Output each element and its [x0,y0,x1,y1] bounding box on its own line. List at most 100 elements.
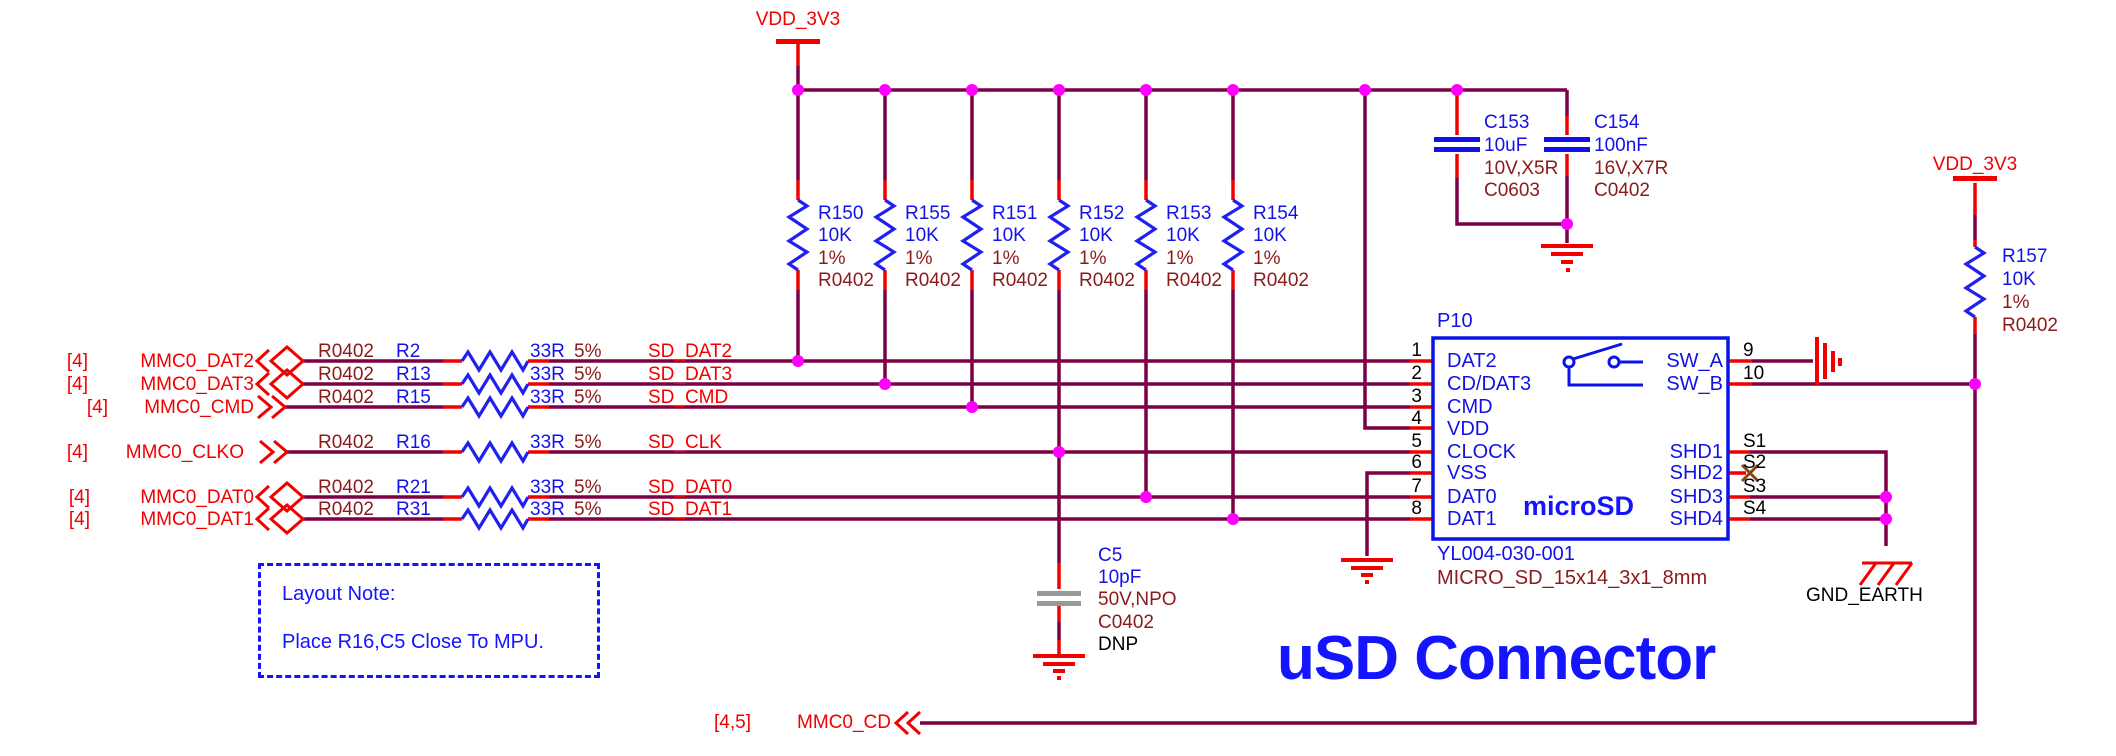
tolerance: 5% [574,387,602,408]
offpage-bidir-icon-cmd[interactable] [257,394,288,420]
sheet-ref[interactable]: [4,5] [714,712,751,733]
pin-name: CLOCK [1447,441,1516,463]
card-detect-switch-icon [1562,342,1643,387]
pin-name: SHD4 [1669,508,1723,530]
resistor-symbol-r16[interactable] [460,439,530,465]
resistor-symbols [460,198,1987,532]
signal-label-mmc0-dat0[interactable]: MMC0_DAT0 [140,487,254,508]
capacitor-symbol-c154[interactable] [1544,137,1590,152]
tolerance: 1% [2002,292,2030,313]
signal-label-mmc0-clko[interactable]: MMC0_CLKO [125,442,244,463]
footprint: R0402 [992,270,1048,291]
sheet-ref[interactable]: [4] [66,351,88,372]
value: 33R [530,499,565,520]
footprint: R0402 [1253,270,1309,291]
resistor-symbol-r13[interactable] [460,371,530,397]
value: 10K [1166,225,1200,246]
offpage-out-icon-clko[interactable] [259,439,290,465]
ref-des: R13 [396,364,431,385]
resistor-symbol-r151[interactable] [960,198,984,272]
offpage-bidir-icon-dat0-dat1[interactable] [254,481,306,535]
rating: 16V,X7R [1594,158,1669,179]
footprint: R0402 [318,364,374,385]
signal-label-mmc0-dat2[interactable]: MMC0_DAT2 [140,351,254,372]
offpage-glyphs [254,345,922,736]
connector-device-label: microSD [1523,491,1635,521]
tolerance: 1% [905,248,933,269]
capacitor-symbol-c153[interactable] [1434,137,1480,152]
signal-label-mmc0-dat1[interactable]: MMC0_DAT1 [140,509,254,530]
connector-body[interactable] [1431,336,1730,541]
pin-name: DAT0 [1447,486,1497,508]
net-label-vdd3v3-right: VDD_3V3 [1932,154,2018,175]
ref-des: R151 [992,203,1038,224]
signal-label-mmc0-dat3[interactable]: MMC0_DAT3 [140,374,254,395]
value: 10K [1079,225,1113,246]
wire-cap-bank [1455,90,1569,243]
sheet-ref[interactable]: [4] [68,509,90,530]
ref-des: C5 [1098,545,1123,566]
ref-des: R152 [1079,203,1125,224]
net-label-sd-dat2: SD_DAT2 [648,341,733,362]
resistor-symbol-r152[interactable] [1047,198,1071,272]
pin-number: 4 [1411,408,1422,429]
capacitor-symbols [1037,137,1590,606]
pin-number: 3 [1411,386,1422,407]
sheet-ref[interactable]: [4] [66,374,88,395]
footprint: R0402 [318,499,374,520]
signal-label-mmc0-cd[interactable]: MMC0_CD [797,712,891,733]
offpage-bidir-icon-dat2-dat3[interactable] [254,345,306,400]
resistor-symbol-r31[interactable] [460,506,530,532]
net-label-sd-cmd: SD_CMD [648,387,729,408]
signal-label-mmc0-cmd[interactable]: MMC0_CMD [144,397,254,418]
capacitor-symbol-c5-dnp[interactable] [1037,591,1081,606]
net-label-sd-dat3: SD_DAT3 [648,364,733,385]
power-symbols [776,39,1997,181]
pin-name: SHD2 [1669,462,1723,484]
gnd-symbol-c5 [1033,654,1085,680]
connector-part-number: YL004-030-001 [1437,543,1575,565]
connector-symbol[interactable] [1431,336,1730,541]
ref-des: R21 [396,477,431,498]
ref-des: R154 [1253,203,1299,224]
sheet-ref[interactable]: [4] [86,397,108,418]
pin-number: 5 [1411,431,1422,452]
connector-footprint: MICRO_SD_15x14_3x1_8mm [1437,567,1708,589]
tolerance: 5% [574,499,602,520]
ref-des: C153 [1484,112,1530,133]
ref-des: C154 [1594,112,1640,133]
junction-dots [792,84,1981,525]
vdd-bar-left [776,39,820,44]
footprint: R0402 [318,387,374,408]
pin-number: S4 [1743,498,1767,519]
pin-name: CMD [1447,396,1493,418]
ref-des: R31 [396,499,431,520]
pin-name: SHD3 [1669,486,1723,508]
wire-vss [1365,471,1410,556]
dnp-flag: DNP [1098,634,1139,655]
tolerance: 1% [992,248,1020,269]
pin-stubs-and-leads [443,44,1977,654]
sheet-ref[interactable]: [4] [68,487,90,508]
value: 33R [530,477,565,498]
resistor-symbol-r15[interactable] [460,394,530,420]
ref-des: R2 [396,341,421,362]
no-connect-x-icon [1740,463,1760,483]
resistor-symbol-r2[interactable] [460,348,530,374]
resistor-symbol-r153[interactable] [1134,198,1158,272]
resistor-symbol-r155[interactable] [873,198,897,272]
layout-note-box [258,563,600,678]
resistor-symbol-r154[interactable] [1221,198,1245,272]
pin-number: 9 [1743,340,1754,361]
resistor-symbol-r157[interactable] [1963,245,1987,319]
resistor-symbol-r21[interactable] [460,484,530,510]
value: 100nF [1594,135,1648,156]
pin-number: 8 [1411,498,1422,519]
offpage-in-icon-mmc0-cd[interactable] [893,710,922,736]
layout-note-heading: Layout Note: [282,583,396,605]
pin-number: S3 [1743,476,1767,497]
resistor-symbol-r150[interactable] [786,198,810,272]
sheet-ref[interactable]: [4] [66,442,88,463]
